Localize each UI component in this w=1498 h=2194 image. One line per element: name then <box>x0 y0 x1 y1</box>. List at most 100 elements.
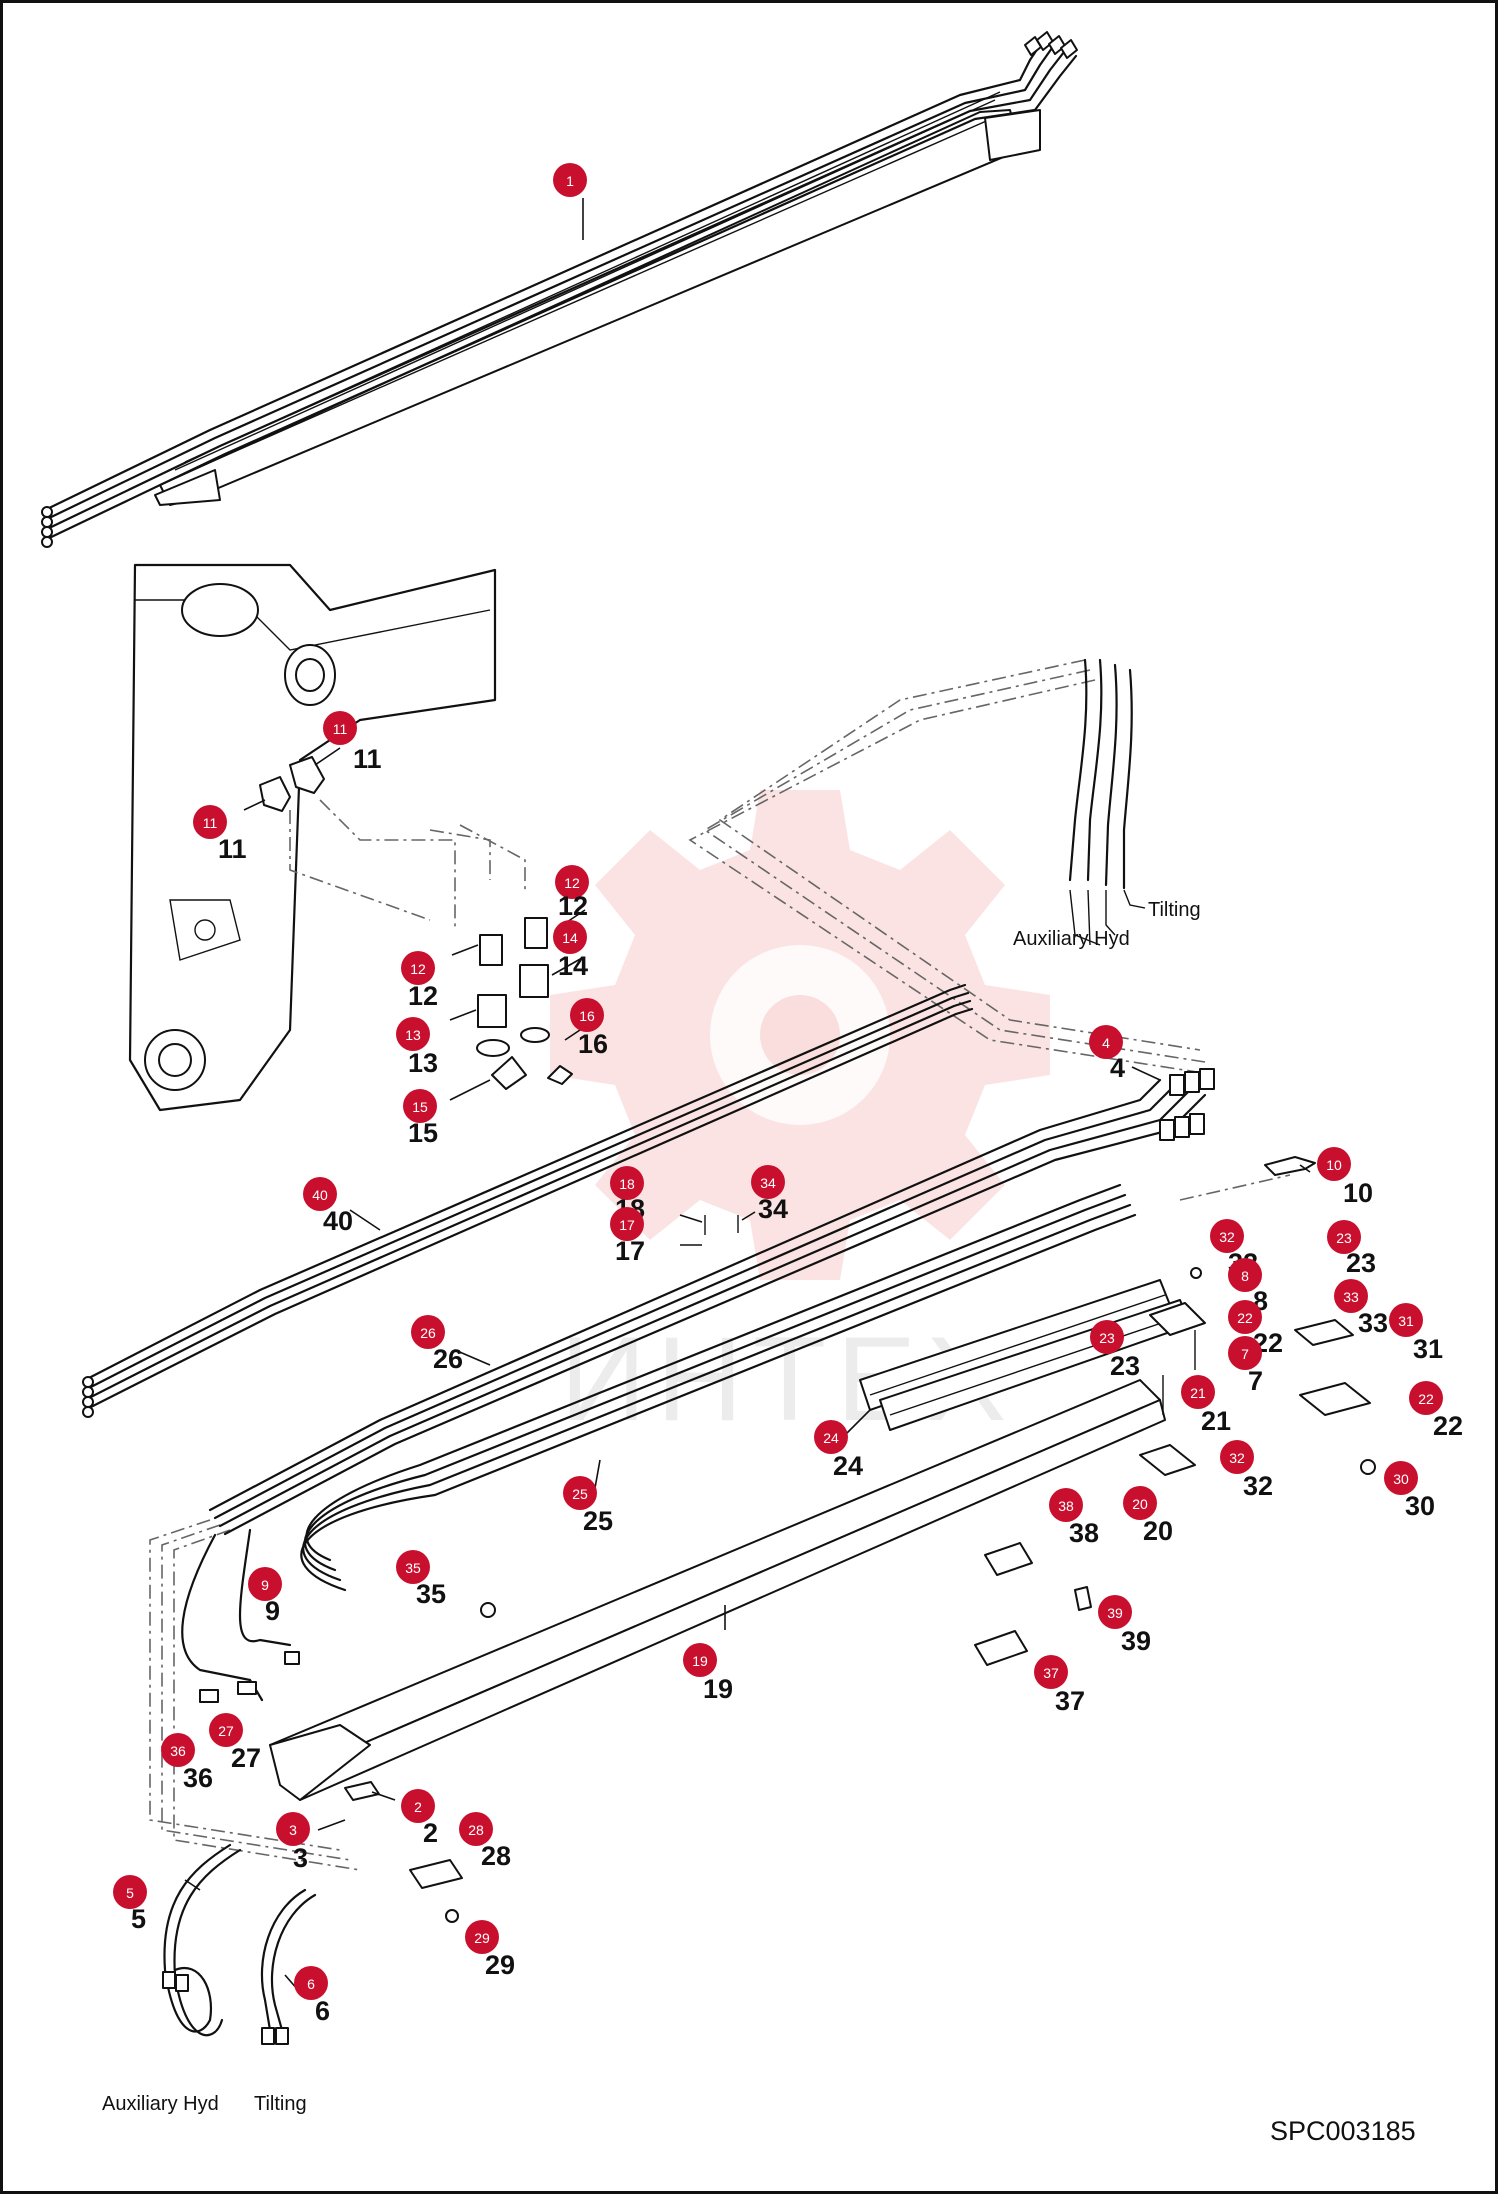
callout-circle <box>161 1733 195 1767</box>
callout-part-number: 36 <box>183 1763 213 1793</box>
callout-circle <box>751 1165 785 1199</box>
callout-part-number: 23 <box>1346 1248 1376 1278</box>
callout-part-number: 27 <box>231 1743 261 1773</box>
callout-badge-number: 13 <box>405 1027 421 1043</box>
callout-badge-c22b: 22 <box>1409 1381 1443 1415</box>
callout-badge-number: 38 <box>1058 1498 1074 1514</box>
callout-badge-number: 36 <box>170 1743 186 1759</box>
callout-badge-c22a: 22 <box>1228 1300 1262 1334</box>
callout-badge-number: 17 <box>619 1217 635 1233</box>
callout-circle <box>570 998 604 1032</box>
callout-badge-number: 18 <box>619 1176 635 1192</box>
callout-badge-c17: 17 <box>610 1207 644 1241</box>
callout-part-number: 11 <box>353 744 382 774</box>
callout-badge-c12a: 12 <box>555 865 589 899</box>
callout-circle <box>1389 1303 1423 1337</box>
callout-badge-c18: 18 <box>610 1166 644 1200</box>
callout-circle <box>396 1550 430 1584</box>
callout-circle <box>1317 1147 1351 1181</box>
callout-badge-c8: 8 <box>1228 1258 1262 1292</box>
callout-part-number: 34 <box>758 1194 788 1224</box>
callout-badge-number: 30 <box>1393 1471 1409 1487</box>
callout-part-number: 39 <box>1121 1626 1151 1656</box>
callout-circle <box>1384 1461 1418 1495</box>
callout-circle <box>610 1166 644 1200</box>
callout-badge-c6: 6 <box>294 1966 328 2000</box>
callout-circle <box>1090 1320 1124 1354</box>
callout-circle <box>1181 1375 1215 1409</box>
callout-circle <box>193 805 227 839</box>
callout-badge-c2: 2 <box>401 1789 435 1823</box>
callout-badge-number: 23 <box>1336 1230 1352 1246</box>
callout-circle <box>459 1812 493 1846</box>
callout-circle <box>1210 1219 1244 1253</box>
callout-badge-number: 4 <box>1102 1035 1110 1051</box>
callout-badge-c32a: 32 <box>1210 1219 1244 1253</box>
callout-badge-number: 35 <box>405 1560 421 1576</box>
callout-part-number: 32 <box>1243 1471 1273 1501</box>
callout-badge-c12b: 12 <box>401 951 435 985</box>
callout-badge-number: 3 <box>289 1822 297 1838</box>
callout-badge-c5: 5 <box>113 1875 147 1909</box>
callout-badge-number: 32 <box>1229 1450 1245 1466</box>
small-hardware-parts <box>344 1156 1376 1923</box>
callout-badge-c30: 30 <box>1384 1461 1418 1495</box>
callout-part-number: 26 <box>433 1344 463 1374</box>
callout-badge-c25: 25 <box>563 1476 597 1510</box>
harness-9 <box>181 1528 300 1703</box>
callout-circle <box>248 1567 282 1601</box>
callout-circle <box>1228 1300 1262 1334</box>
callout-badge-c13: 13 <box>396 1017 430 1051</box>
callout-badge-number: 37 <box>1043 1665 1059 1681</box>
callout-badge-c36: 36 <box>161 1733 195 1767</box>
callout-badge-number: 9 <box>261 1577 269 1593</box>
routing-dashed-lines <box>149 659 1291 1871</box>
label-auxiliary-top: Auxiliary Hyd <box>1013 928 1130 950</box>
callout-badge-c14: 14 <box>553 920 587 954</box>
callout-badge-c11a: 11 <box>323 711 357 745</box>
callout-badge-number: 8 <box>1241 1268 1249 1284</box>
callout-circle <box>465 1920 499 1954</box>
callout-part-number: 15 <box>408 1118 438 1148</box>
callout-circle <box>411 1315 445 1349</box>
callout-circle <box>1220 1440 1254 1474</box>
callout-badge-number: 1 <box>566 173 574 189</box>
callout-part-number: 12 <box>408 981 438 1011</box>
callout-badge-number: 29 <box>474 1930 490 1946</box>
callout-part-number: 14 <box>558 951 588 981</box>
callout-circle <box>294 1966 328 2000</box>
callout-part-number: 6 <box>315 1996 330 2026</box>
callout-circle <box>113 1875 147 1909</box>
callout-badge-c23b: 23 <box>1327 1220 1361 1254</box>
part-1-boom-hose-assembly <box>41 31 1078 548</box>
callout-badge-c28: 28 <box>459 1812 493 1846</box>
callout-badge-c20: 20 <box>1123 1486 1157 1520</box>
callout-badge-number: 25 <box>572 1486 588 1502</box>
callout-badge-c38: 38 <box>1049 1488 1083 1522</box>
callout-part-number: 4 <box>1110 1053 1125 1083</box>
loader-arm-frame <box>128 563 497 1112</box>
callout-badge-number: 7 <box>1241 1346 1249 1362</box>
callout-circle <box>1049 1488 1083 1522</box>
callout-part-number: 20 <box>1143 1516 1173 1546</box>
callout-badge-c9: 9 <box>248 1567 282 1601</box>
callout-badge-number: 2 <box>414 1799 422 1815</box>
callout-badge-c27: 27 <box>209 1713 243 1747</box>
callout-badge-number: 26 <box>420 1325 436 1341</box>
fittings-4 <box>1159 1068 1215 1141</box>
callout-circle <box>1409 1381 1443 1415</box>
callout-part-number: 35 <box>416 1579 446 1609</box>
callout-badge-number: 19 <box>692 1653 708 1669</box>
callout-circle <box>1228 1336 1262 1370</box>
callout-circle <box>323 711 357 745</box>
callout-part-number: 5 <box>131 1904 146 1934</box>
callout-badge-number: 27 <box>218 1723 234 1739</box>
part-40-hose-bundle <box>82 983 974 1418</box>
callout-badge-number: 20 <box>1132 1496 1148 1512</box>
callout-badge-c15: 15 <box>403 1089 437 1123</box>
callout-circle <box>553 920 587 954</box>
callout-badge-c3: 3 <box>276 1812 310 1846</box>
callout-part-number: 37 <box>1055 1686 1085 1716</box>
callout-circle <box>401 951 435 985</box>
